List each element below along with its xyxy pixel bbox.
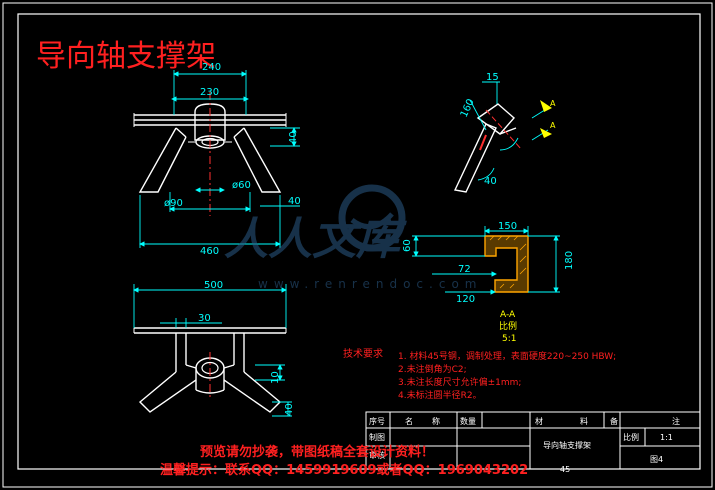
dim-230: 230 (200, 87, 219, 98)
tb-seq: 序号 (369, 416, 385, 426)
tb-mat-a: 材 (535, 416, 543, 426)
tb-sheet: 图4 (650, 455, 663, 464)
section-scale: 5:1 (502, 334, 516, 344)
tech-item-4: 4.未标注圆半径R2。 (398, 389, 482, 401)
svg-text:A: A (550, 121, 556, 130)
inner-frame (17, 13, 701, 470)
dim-40-c: 40 (284, 403, 295, 416)
tech-item-1: 1. 材料45号钢，调制处理，表面硬度220~250 HBW; (398, 350, 616, 362)
svg-text:A: A (550, 99, 556, 108)
dim-180: 180 (564, 251, 575, 270)
tech-item-2: 2.未注倒角为C2; (398, 363, 467, 375)
tb-name-b: 称 (432, 416, 440, 426)
section-scale-label: 比例 (499, 320, 517, 332)
dim-60-b: 60 (402, 239, 413, 252)
dim-72: 72 (458, 264, 471, 275)
dim-500: 500 (204, 280, 223, 291)
tb-note-a: 备 (610, 416, 618, 426)
notice-line-2: 温馨提示：联系QQ：1459919609或者QQ：1969043202 (160, 462, 528, 478)
section-label: A-A (500, 310, 516, 320)
dim-40-a: 40 (288, 131, 299, 144)
notice: 预览请勿抄袭，带图纸稿全套设计资料！ 温馨提示：联系QQ：1459919609或… (160, 444, 528, 478)
dim-dia-60: ø60 (232, 180, 251, 191)
top-view-dims (133, 284, 292, 417)
tb-note-b: 注 (672, 416, 680, 426)
dim-10: 10 (270, 371, 281, 384)
side-detail-view (453, 103, 523, 193)
tech-heading: 技术要求 (343, 347, 383, 360)
tb-material: 45 (560, 465, 570, 474)
tb-drawn: 制图 (369, 432, 385, 442)
tb-check: 审核 (369, 450, 385, 460)
tech-item-3: 3.未注长度尺寸允许偏±1mm; (398, 376, 521, 388)
tb-name-a: 名 (405, 416, 413, 426)
tb-scale-label: 比例 (623, 432, 639, 442)
watermark-brand: 人人文库 (224, 214, 407, 265)
section-a-a (484, 235, 529, 293)
front-view (133, 92, 287, 216)
tech-requirements: 技术要求 1. 材料45号钢，调制处理，表面硬度220~250 HBW; 2.未… (343, 347, 616, 401)
front-view-dims (139, 70, 300, 248)
tb-part-name: 导向轴支撑架 (543, 440, 591, 450)
drawing-title: 导向轴支撑架 (36, 39, 216, 74)
section-dims (412, 226, 560, 295)
dim-dia-90: ø90 (164, 198, 183, 209)
watermark: 人人文库 www.renrendoc.com (224, 184, 482, 291)
tb-mat-b: 料 (580, 416, 588, 426)
dim-15: 15 (486, 72, 499, 83)
tb-scale: 1:1 (660, 433, 673, 442)
watermark-url: www.renrendoc.com (258, 277, 482, 291)
dim-150: 150 (498, 221, 517, 232)
dim-240: 240 (202, 62, 221, 73)
dim-460: 460 (200, 246, 219, 257)
dim-30: 30 (198, 313, 211, 324)
tb-qty: 数量 (460, 416, 476, 426)
notice-line-1: 预览请勿抄袭，带图纸稿全套设计资料！ (200, 444, 434, 460)
title-block (365, 411, 701, 470)
dim-120: 120 (456, 294, 475, 305)
dim-40-b: 40 (288, 196, 301, 207)
dim-40-d: 40 (484, 176, 497, 187)
top-view (133, 327, 287, 413)
